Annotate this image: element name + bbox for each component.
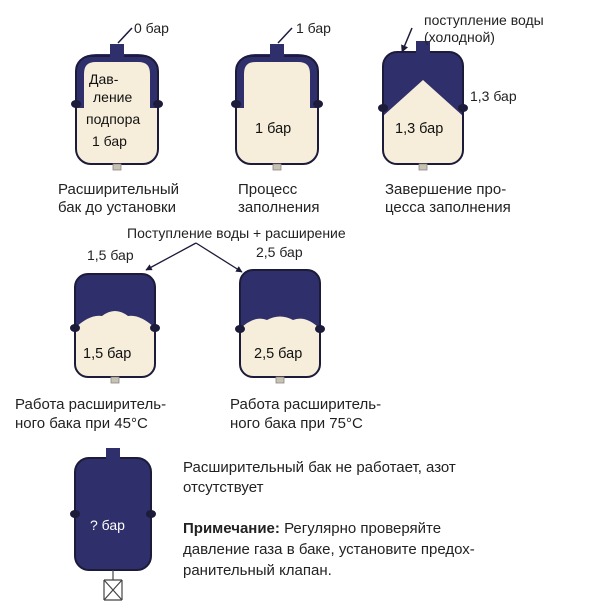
tank-body [74,457,152,571]
caption-line: Работа расширитель- [15,396,166,413]
tank-bottom-valve [418,163,428,171]
caption-line: ного бака при 75°C [230,415,363,432]
note-title: Примечание: [183,520,280,537]
tank-right-bump [458,104,468,112]
tank-left-bump [70,324,80,332]
note-line-2: давление газа в баке, установите предох- [183,541,475,558]
caption-line: Процесс [238,181,298,198]
tank-left-bump [231,100,241,108]
caption-line: Расширительный [58,181,179,198]
inner-pressure-label: 1,3 бар [395,121,443,137]
inner-pressure-label: ? бар [90,517,125,533]
pressure-leader-line [277,27,293,44]
water-expansion-label-group: Поступление воды + расширение [127,225,346,273]
safety-valve-icon [103,570,123,601]
tank-top-outline [76,54,158,108]
expansion-arrow-left [145,242,197,271]
maintenance-note: Примечание: Регулярно проверяйте давлени… [183,520,475,579]
caption-line: цесса заполнения [385,199,511,216]
caption-line: заполнения [238,199,320,216]
tank-top-connector [106,448,120,459]
tank-water-region [240,270,320,329]
tank-bottom-valve [110,376,120,384]
tank-bottom-valve [275,376,285,384]
failure-text-line: отсутствует [183,479,264,496]
tank-water-region [383,52,463,116]
expansion-arrow-right [195,242,243,273]
tank-top-outline [236,54,318,108]
tank-right-bump [315,325,325,333]
failure-text-line: Расширительный бак не работает, азот [183,459,456,476]
top-pressure-label: 1 бар [296,20,331,36]
tank-work-45: 1,5 бар 1,5 бар Работа расширитель- ного… [15,247,166,432]
tank-work-75: 2,5 бар 2,5 бар Работа расширитель- ного… [230,244,381,432]
caption-line: Работа расширитель- [230,396,381,413]
water-expansion-label: Поступление воды + расширение [127,225,346,241]
caption-line: Завершение про- [385,181,506,198]
inner-text-line: подпора [86,111,140,127]
tank-top-connector [416,41,430,53]
tank-failed: ? бар [70,448,156,601]
tank-water-region [75,274,155,328]
caption-line: ного бака при 45°C [15,415,148,432]
tank-top-connector [270,44,284,57]
tank-bottom-valve [112,163,122,171]
tank-left-bump [378,104,388,112]
tank-top-connector [110,44,124,57]
tank-right-bump [146,510,156,518]
pressure-leader-line [117,27,133,44]
tank-filling: 1 бар 1 бар Процесс заполнения [231,20,331,216]
tank-right-bump [150,324,160,332]
tank-bottom-valve [272,163,282,171]
water-inflow-label: поступление воды [424,12,544,28]
water-inflow-label: (холодной) [424,29,495,45]
failure-description: Расширительный бак не работает, азот отс… [183,459,456,496]
tank-left-bump [71,100,81,108]
note-line-1: Примечание: Регулярно проверяйте [183,520,441,537]
caption-line: бак до установки [58,199,176,216]
tank-filled: поступление воды (холодной) 1,3 бар 1,3 … [378,12,544,216]
inner-pressure-label: 2,5 бар [254,346,302,362]
water-inflow-arrow [401,27,413,53]
tank-left-bump [235,325,245,333]
note-line-3: ранительный клапан. [183,562,332,579]
top-pressure-label: 2,5 бар [256,244,303,260]
note-text: Регулярно проверяйте [280,520,441,537]
tank-body [236,56,318,164]
tank-before-install: 0 бар Дав- ление подпора 1 бар Расширите… [58,20,179,216]
top-pressure-label: 1,5 бар [87,247,134,263]
inner-pressure-label: 1 бар [255,121,291,137]
inner-text-line: Дав- [89,71,119,87]
top-pressure-label: 0 бар [134,20,169,36]
tank-left-bump [70,510,80,518]
inner-pressure-label: 1,5 бар [83,346,131,362]
tank-right-bump [313,100,323,108]
tank-right-bump [153,100,163,108]
inner-text-line: 1 бар [92,133,127,149]
tank-body [76,56,158,164]
side-pressure-label: 1,3 бар [470,88,517,104]
inner-text-line: ление [93,89,133,105]
